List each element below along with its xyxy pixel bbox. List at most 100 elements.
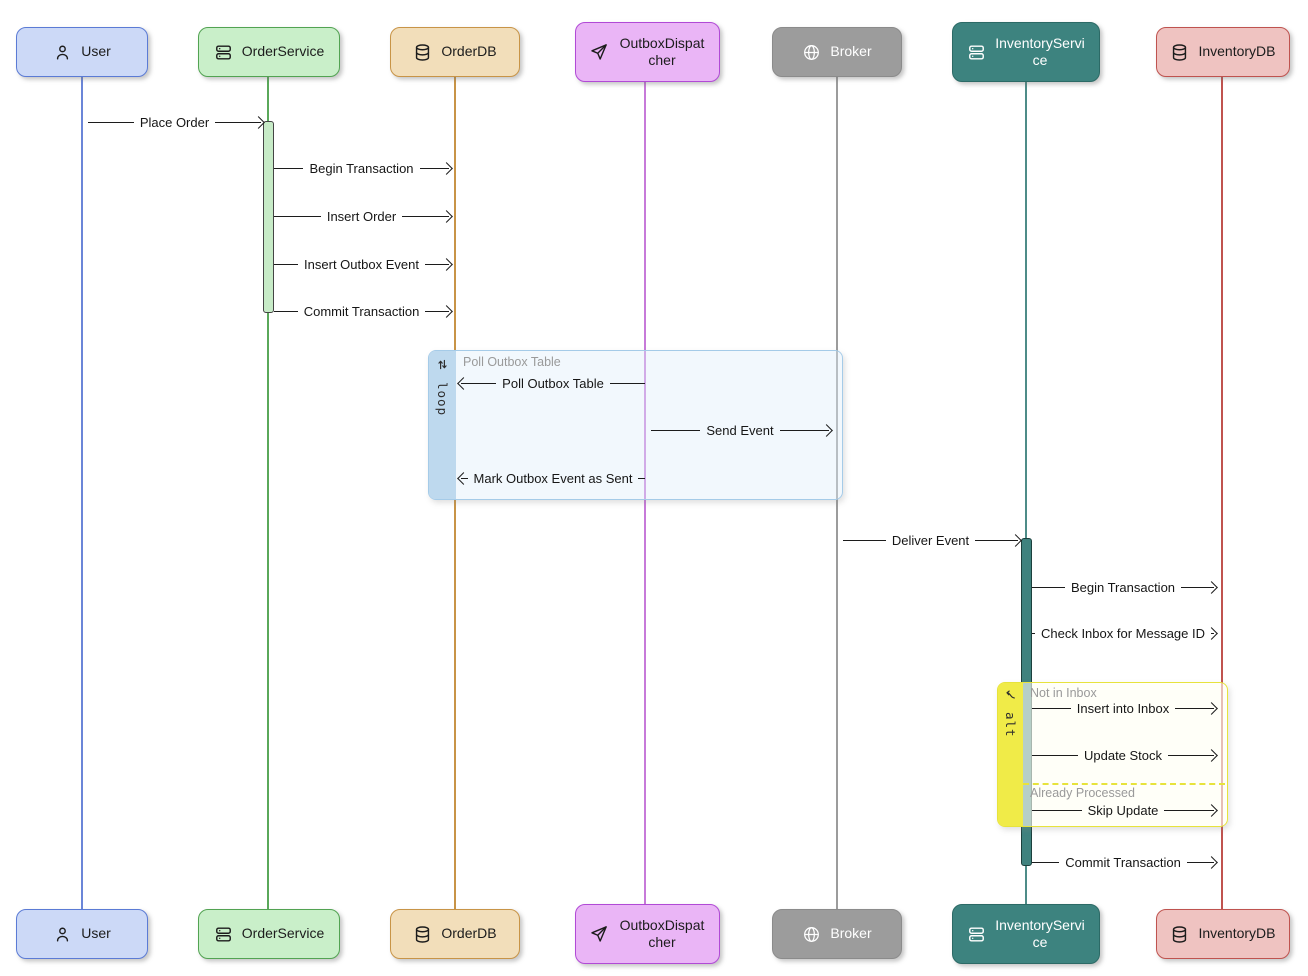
actor-inventorydb-bottom: InventoryDB	[1156, 909, 1290, 959]
arrowhead-icon	[440, 161, 453, 175]
actor-outboxdispatcher-bottom: OutboxDispatcher	[575, 904, 720, 964]
message-label: Skip Update	[1087, 802, 1159, 818]
actor-label: OrderService	[241, 925, 325, 942]
arrow-line	[1032, 861, 1060, 863]
loop-frame-band: loop	[429, 351, 456, 499]
actor-inventoryservice-bottom: InventoryService	[952, 904, 1100, 964]
alt-operator-label: alt	[1003, 712, 1018, 738]
person-icon	[53, 925, 72, 944]
actor-broker-top: Broker	[772, 27, 902, 77]
lifeline-user	[81, 74, 83, 910]
arrow-line	[402, 215, 450, 217]
message-update-stock: Update Stock	[1032, 745, 1218, 765]
arrowhead-icon	[820, 423, 833, 437]
actor-outboxdispatcher-top: OutboxDispatcher	[575, 22, 720, 82]
server-icon	[214, 43, 233, 62]
arrow-line	[975, 539, 1018, 541]
actor-label: InventoryService	[995, 916, 1085, 950]
arrow-line	[1211, 632, 1214, 634]
actor-label: Broker	[830, 43, 872, 60]
arrow-line	[215, 121, 261, 123]
database-icon	[413, 43, 432, 62]
database-icon	[413, 925, 432, 944]
message-check-inbox: Check Inbox for Message ID	[1032, 623, 1218, 643]
lifeline-outboxdispatcher	[644, 74, 646, 910]
actor-inventorydb-top: InventoryDB	[1156, 27, 1290, 77]
arrowhead-icon	[1205, 855, 1218, 869]
actor-orderservice-bottom: OrderService	[198, 909, 340, 959]
message-label: Insert Outbox Event	[304, 256, 419, 272]
arrowhead-icon	[457, 376, 470, 390]
message-mark-outbox-event-sent: Mark Outbox Event as Sent	[457, 468, 645, 488]
message-label: Begin Transaction	[309, 160, 414, 176]
arrow-line	[274, 263, 299, 265]
actor-label: OrderDB	[441, 43, 497, 60]
arrowhead-icon	[1205, 580, 1218, 594]
actor-label: User	[81, 43, 111, 60]
alt-branch-a-label: Not in Inbox	[1030, 686, 1097, 700]
person-icon	[53, 43, 72, 62]
arrow-line	[1032, 586, 1065, 588]
message-label: Insert Order	[326, 208, 397, 224]
arrow-line	[609, 382, 646, 384]
message-label: Update Stock	[1083, 747, 1163, 763]
lifeline-inventoryservice	[1025, 74, 1027, 910]
actor-label: InventoryService	[995, 34, 1085, 68]
arrow-line	[274, 215, 321, 217]
message-insert-outbox-event: Insert Outbox Event	[274, 254, 453, 274]
message-label: Mark Outbox Event as Sent	[473, 470, 633, 486]
message-insert-order: Insert Order	[274, 206, 453, 226]
arrow-line	[274, 310, 298, 312]
arrowhead-icon	[440, 304, 453, 318]
message-label: Commit Transaction	[303, 303, 420, 319]
loop-title: Poll Outbox Table	[463, 355, 561, 369]
arrow-line	[461, 477, 468, 479]
message-deliver-event: Deliver Event	[843, 530, 1022, 550]
arrow-line	[779, 429, 829, 431]
arrowhead-icon	[252, 115, 265, 129]
arrow-line	[274, 167, 304, 169]
arrowhead-icon	[1205, 803, 1218, 817]
arrow-line	[461, 382, 497, 384]
actor-broker-bottom: Broker	[772, 909, 902, 959]
server-icon	[967, 43, 986, 62]
lifeline-orderservice	[267, 74, 269, 910]
arrow-line	[1164, 809, 1215, 811]
alt-branch-icon	[1004, 689, 1017, 707]
arrow-line	[88, 121, 134, 123]
message-label: Poll Outbox Table	[502, 375, 604, 391]
server-icon	[967, 925, 986, 944]
message-label: Check Inbox for Message ID	[1040, 625, 1206, 641]
arrowhead-icon	[440, 257, 453, 271]
arrow-line	[1032, 707, 1071, 709]
arrowhead-icon	[1205, 748, 1218, 762]
send-icon	[589, 42, 609, 62]
database-icon	[1170, 43, 1189, 62]
message-label: Send Event	[706, 422, 774, 438]
actor-orderdb-top: OrderDB	[390, 27, 520, 77]
arrow-line	[1175, 707, 1214, 709]
message-label: Begin Transaction	[1070, 579, 1176, 595]
message-place-order: Place Order	[88, 112, 265, 132]
message-commit-transaction-order: Commit Transaction	[274, 301, 453, 321]
arrow-line	[1181, 586, 1215, 588]
actor-user-bottom: User	[16, 909, 148, 959]
arrow-line	[651, 429, 701, 431]
actor-user-top: User	[16, 27, 148, 77]
globe-icon	[802, 43, 821, 62]
globe-icon	[802, 925, 821, 944]
arrowhead-icon	[1205, 701, 1218, 715]
arrow-line	[1032, 632, 1035, 634]
actor-label: InventoryDB	[1198, 925, 1276, 942]
arrow-line	[1032, 754, 1078, 756]
message-skip-update: Skip Update	[1032, 800, 1218, 820]
arrow-line	[1186, 861, 1214, 863]
message-label: Deliver Event	[891, 532, 970, 548]
send-icon	[589, 924, 609, 944]
loop-frame: loop Poll Outbox Table	[428, 350, 843, 500]
loop-operator-label: loop	[435, 382, 450, 417]
message-begin-transaction-inventory: Begin Transaction	[1032, 577, 1218, 597]
actor-label: OrderDB	[441, 925, 497, 942]
arrow-line	[638, 477, 645, 479]
arrow-line	[424, 263, 449, 265]
